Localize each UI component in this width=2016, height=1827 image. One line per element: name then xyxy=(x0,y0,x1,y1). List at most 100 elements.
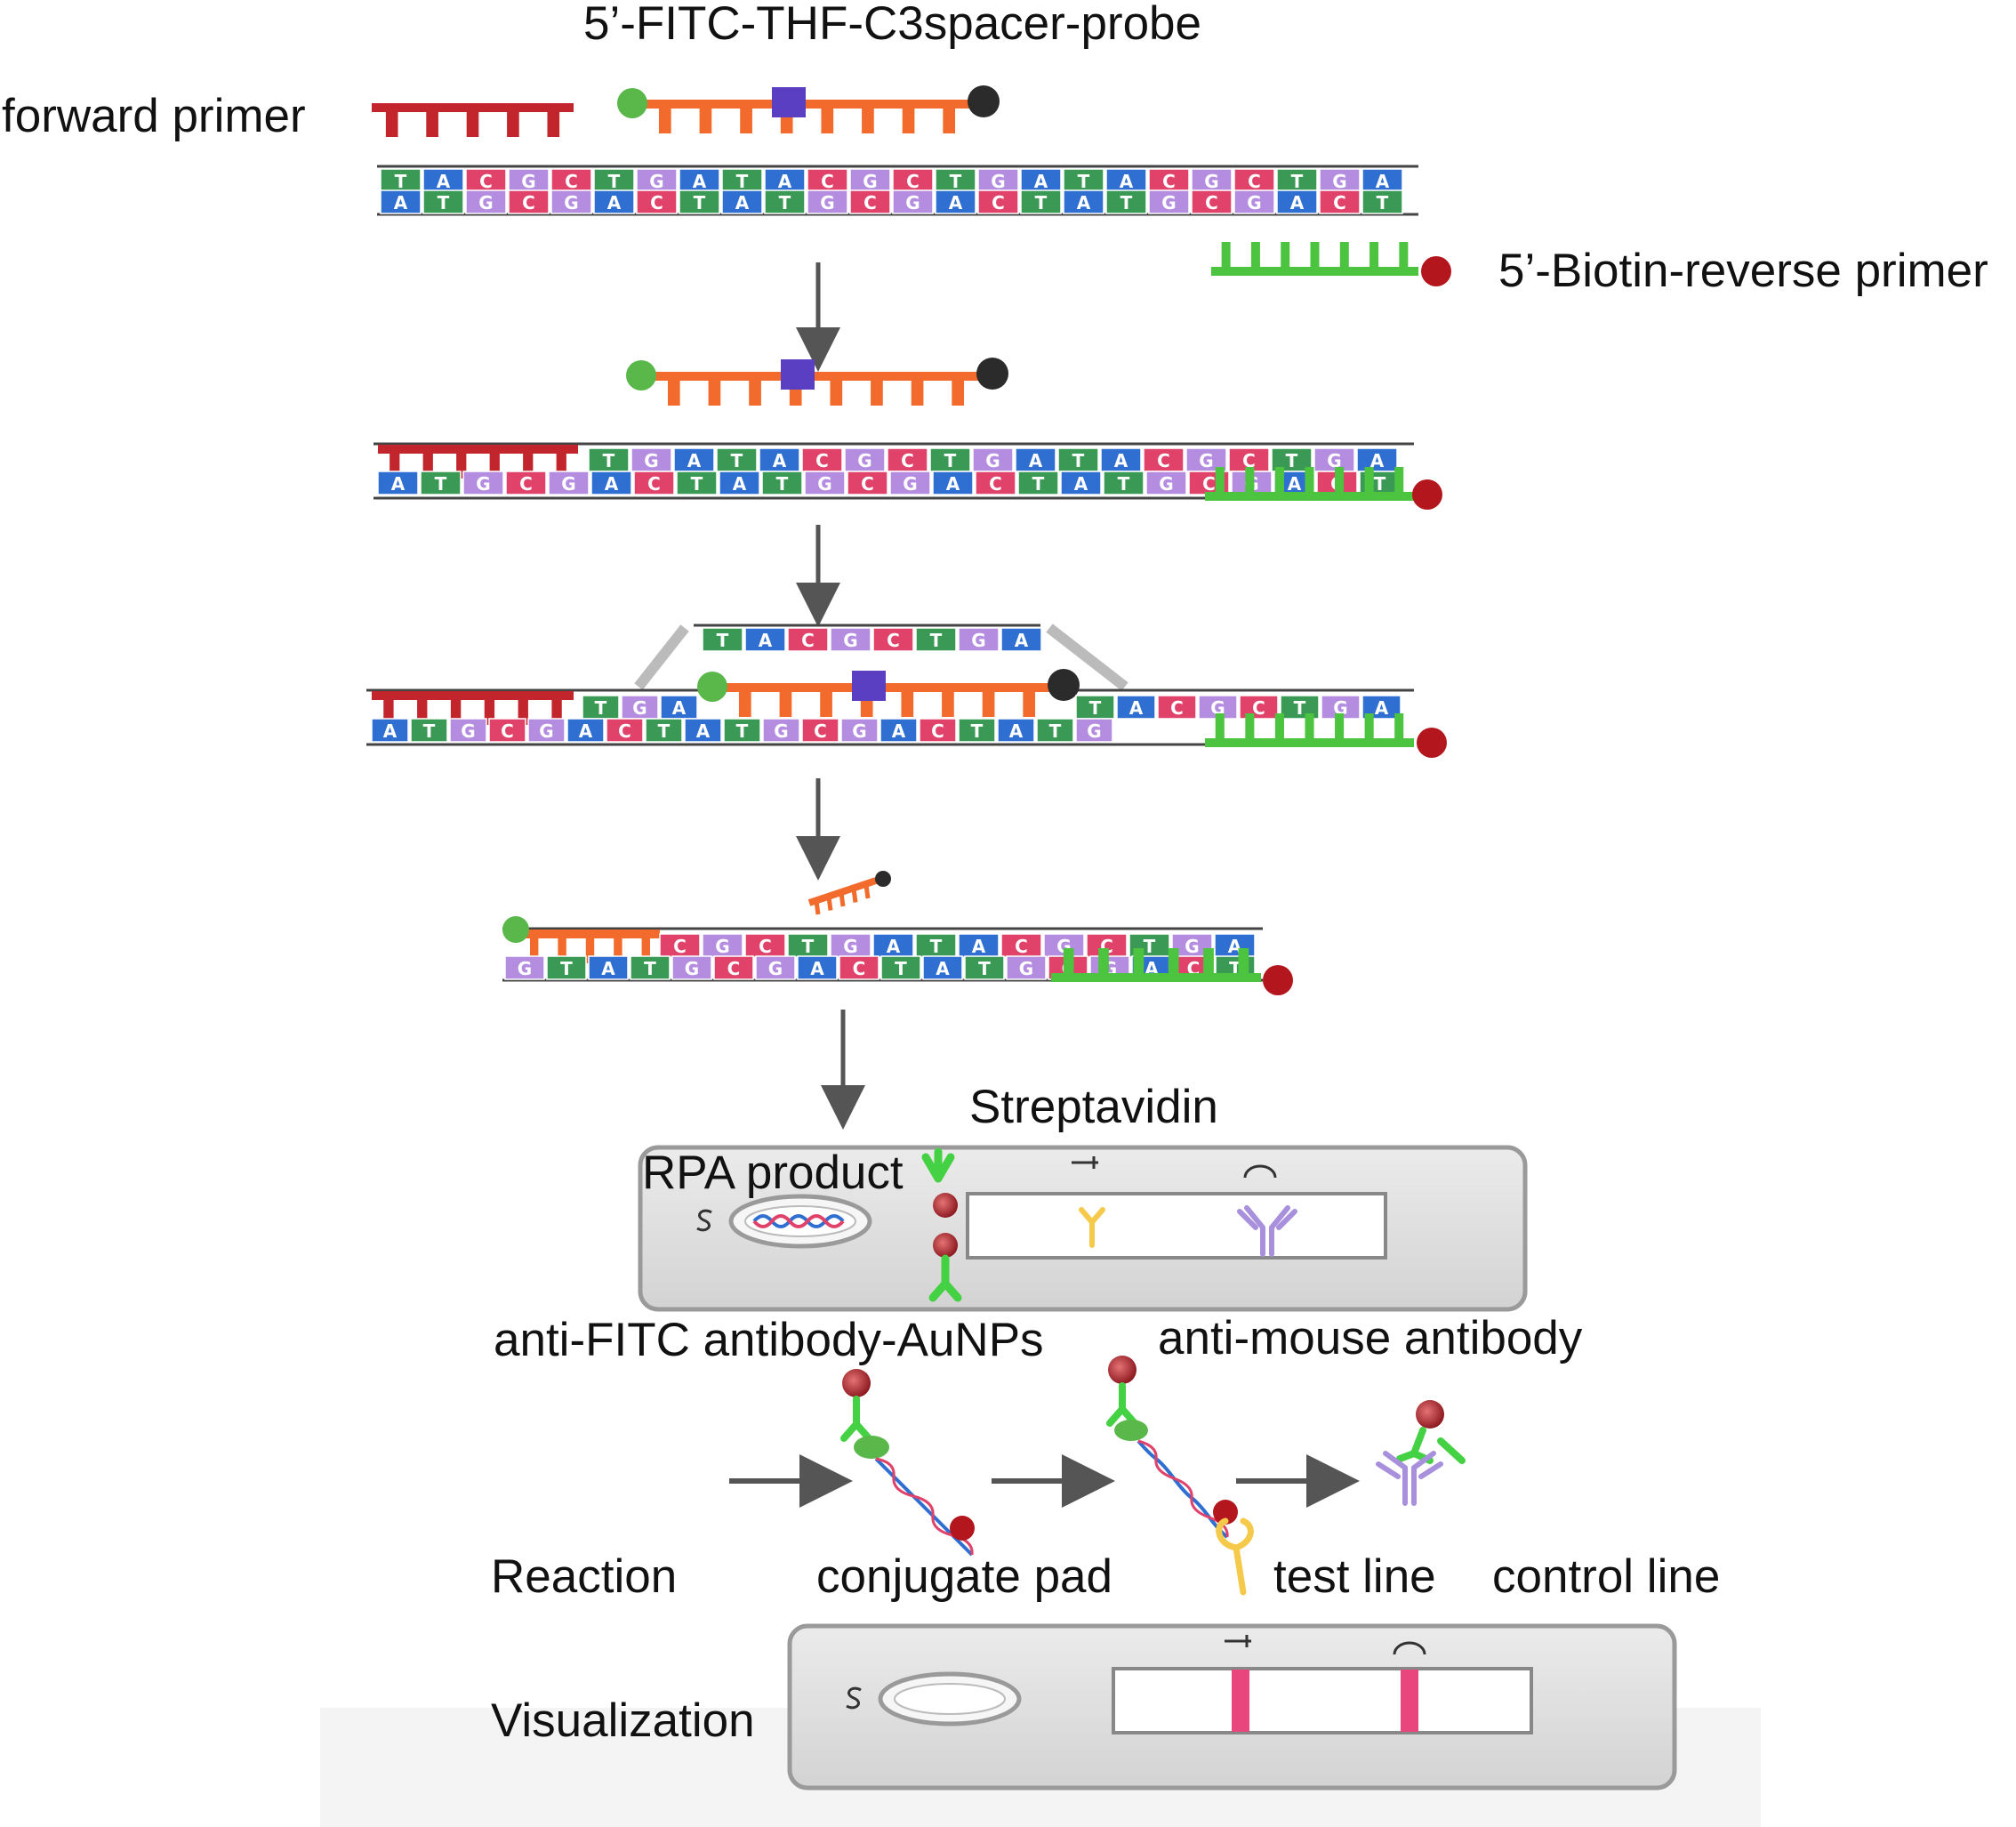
svg-text:C: C xyxy=(1157,450,1170,471)
row1-top-base-15: A xyxy=(1020,168,1062,193)
svg-text:C: C xyxy=(565,171,578,192)
row3-reverse-primer xyxy=(1205,713,1414,747)
svg-text:T: T xyxy=(438,192,450,213)
svg-text:A: A xyxy=(1074,473,1088,495)
row2-bottom-base-17: T xyxy=(1103,471,1145,495)
row4-top-base-11: T xyxy=(1128,933,1170,958)
streptavidin-antibody-top xyxy=(921,1147,955,1183)
row3-bottom-base-13: A xyxy=(879,718,918,743)
svg-text:A: A xyxy=(693,171,707,192)
svg-text:A: A xyxy=(383,720,398,742)
row4-bottom-base-12: G xyxy=(1006,955,1047,980)
svg-text:T: T xyxy=(1120,192,1133,213)
svg-text:A: A xyxy=(892,720,906,742)
svg-text:C: C xyxy=(673,936,687,957)
svg-text:A: A xyxy=(579,720,593,742)
row2-bottom-base-2: G xyxy=(462,471,504,495)
row2-bottom-base-6: C xyxy=(633,471,675,495)
svg-text:G: G xyxy=(1199,450,1213,471)
row1-top-base-16: T xyxy=(1063,168,1104,193)
row1-bottom-base-12: G xyxy=(892,189,934,214)
label-control-line: control line xyxy=(1492,1550,1721,1603)
svg-text:T: T xyxy=(603,450,615,471)
svg-text:C: C xyxy=(759,936,772,957)
row4-bottom-base-0: G xyxy=(504,955,545,980)
svg-text:G: G xyxy=(991,171,1005,192)
row2-top-base-6: G xyxy=(844,447,886,472)
svg-text:C: C xyxy=(1015,936,1028,957)
svg-text:G: G xyxy=(518,958,532,979)
row3-lifted-base-6: G xyxy=(958,627,1000,652)
probe1-c3spacer xyxy=(968,85,1000,117)
row1-bottom-base-2: G xyxy=(465,189,507,214)
row3-top-left-base-0: T xyxy=(582,695,620,720)
row4-top-base-6: T xyxy=(915,933,957,958)
svg-text:C: C xyxy=(1252,697,1265,719)
row1-top-base-9: A xyxy=(764,168,806,193)
svg-text:A: A xyxy=(1376,171,1390,192)
row1-bottom-base-1: T xyxy=(422,189,464,214)
sample-mark-2 xyxy=(846,1686,862,1710)
svg-text:G: G xyxy=(521,171,535,192)
row2-bottom-base-12: G xyxy=(889,471,931,495)
svg-text:T: T xyxy=(1144,936,1156,957)
svg-text:T: T xyxy=(895,958,907,979)
label-rpa-product: RPA product xyxy=(642,1147,904,1199)
svg-text:G: G xyxy=(863,171,877,192)
svg-text:T: T xyxy=(560,958,573,979)
sample-mark xyxy=(696,1209,712,1232)
row3-bottom-base-14: C xyxy=(919,718,957,743)
row1-top-base-14: G xyxy=(977,168,1019,193)
row3-top-right-base-1: A xyxy=(1116,695,1156,720)
row1-top-base-12: C xyxy=(892,168,934,193)
svg-text:G: G xyxy=(1204,171,1218,192)
row4-top-base-2: C xyxy=(744,933,786,958)
svg-text:A: A xyxy=(1077,192,1091,213)
svg-text:C: C xyxy=(821,171,834,192)
svg-text:G: G xyxy=(985,450,1000,471)
svg-text:T: T xyxy=(930,630,943,651)
svg-text:A: A xyxy=(936,958,950,979)
row1-top-base-18: C xyxy=(1148,168,1190,193)
rpa-product-helix xyxy=(752,1214,845,1228)
row2-top-base-9: G xyxy=(972,447,1014,472)
svg-text:G: G xyxy=(1247,192,1261,213)
control-line-band xyxy=(1401,1670,1418,1732)
probe-row1 xyxy=(617,85,1000,133)
svg-text:A: A xyxy=(1029,450,1043,471)
svg-text:C: C xyxy=(1202,473,1216,495)
conjugate-pad-complex xyxy=(840,1369,975,1557)
row3-bottom-base-7: T xyxy=(645,718,683,743)
svg-text:T: T xyxy=(944,450,957,471)
row3-biotin xyxy=(1417,728,1447,758)
label-forward-primer: forward primer xyxy=(2,90,306,142)
probe1-fitc xyxy=(617,88,647,118)
forward-primer xyxy=(372,103,574,137)
row2-top-base-15: C xyxy=(1228,447,1270,472)
row3-bottom-base-17: T xyxy=(1036,718,1074,743)
svg-text:C: C xyxy=(479,171,493,192)
row1-top-base-21: T xyxy=(1276,168,1318,193)
row4-top-base-13: A xyxy=(1214,933,1256,958)
svg-text:T: T xyxy=(395,171,407,192)
svg-text:C: C xyxy=(618,720,631,742)
test-line-band xyxy=(1232,1670,1249,1732)
row3-bottom-base-5: A xyxy=(566,718,605,743)
svg-text:C: C xyxy=(887,630,900,651)
row1-bottom-base-18: G xyxy=(1148,189,1190,214)
row1-top-base-0: T xyxy=(380,168,422,193)
row2-top-base-5: C xyxy=(801,447,843,472)
svg-text:G: G xyxy=(820,192,834,213)
row2-bottom-base-18: G xyxy=(1145,471,1187,495)
svg-text:T: T xyxy=(1291,171,1304,192)
svg-text:A: A xyxy=(1370,450,1385,471)
svg-text:A: A xyxy=(1015,630,1029,651)
svg-text:G: G xyxy=(1087,720,1101,742)
row4-top-base-8: C xyxy=(1000,933,1042,958)
row1-bottom-base-5: A xyxy=(593,189,635,214)
row2-reverse-primer xyxy=(1205,467,1414,501)
svg-text:C: C xyxy=(1333,192,1346,213)
svg-text:A: A xyxy=(391,473,406,495)
row2-bottom-base-4: G xyxy=(548,471,590,495)
row1-bottom-base-16: A xyxy=(1063,189,1104,214)
